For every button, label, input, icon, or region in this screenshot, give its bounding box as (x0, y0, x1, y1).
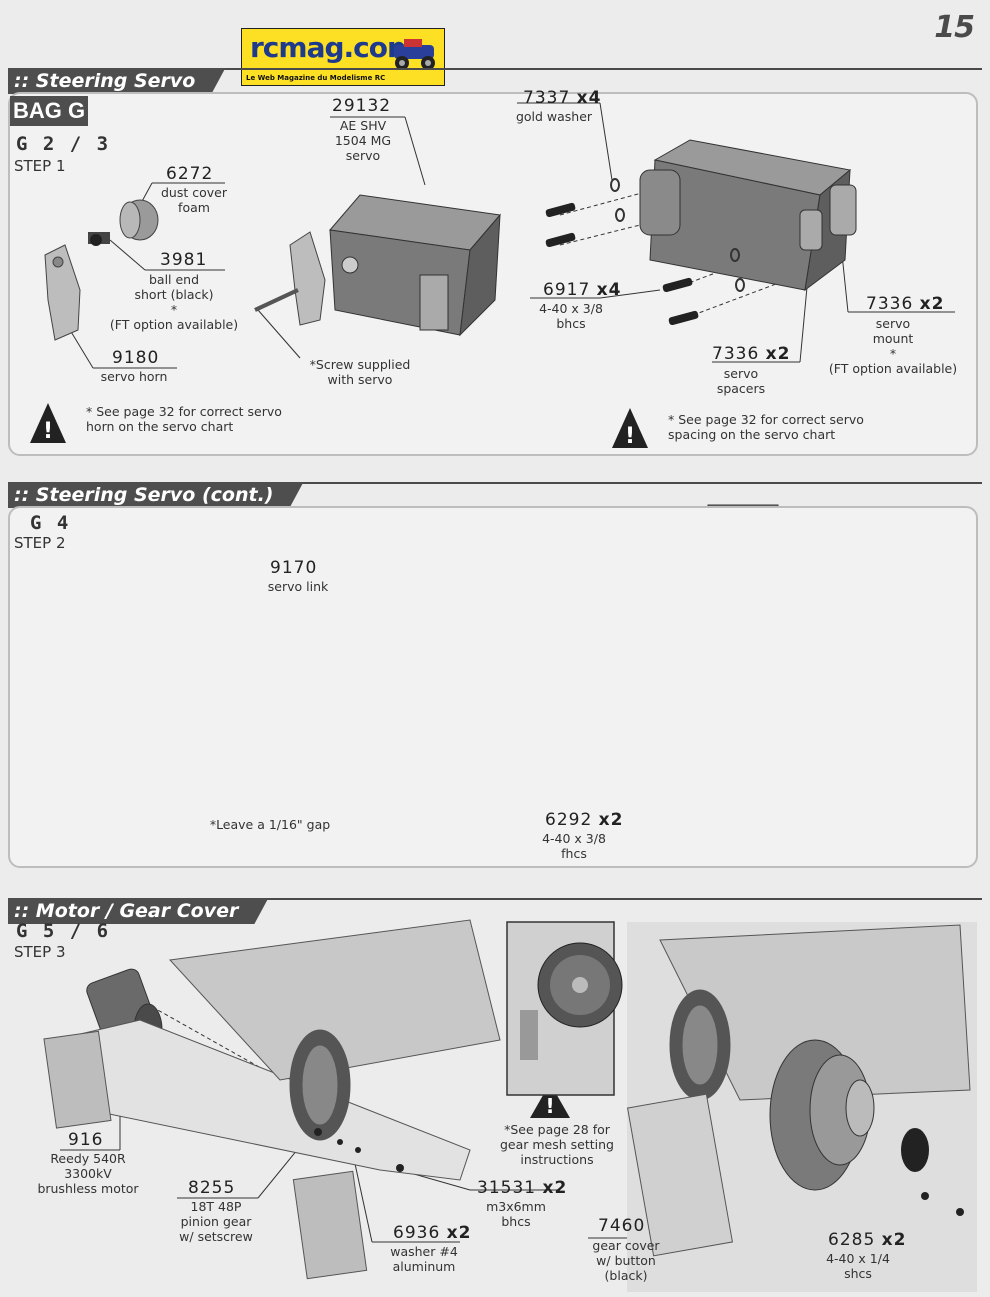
part-label-29132: AE SHV 1504 MG servo (334, 118, 392, 163)
step-code: G 2 / 3 (16, 133, 111, 155)
servo-mount-assembly-icon (639, 139, 857, 292)
part-label-6285: 4-40 x 1/4 shcs (826, 1251, 890, 1281)
part-label-8255: 18T 48P pinion gear w/ setscrew (179, 1199, 253, 1244)
step-label: STEP 3 (14, 943, 66, 961)
section-header-steering-servo: :: Steering Servo (8, 68, 982, 96)
part-number-916: 916 (68, 1130, 104, 1150)
section-title: :: Motor / Gear Cover (8, 898, 268, 924)
part-number-6936: 6936 x2 (393, 1223, 471, 1243)
part-qty: x2 (881, 1230, 907, 1250)
part-label-6292: 4-40 x 3/8 fhcs (542, 831, 606, 861)
section-header-steering-servo-cont: :: Steering Servo (cont.) (8, 482, 982, 510)
part-label-7336-spacers: servo spacers (716, 366, 766, 396)
part-number-7336-spacers: 7336 x2 (712, 344, 790, 364)
part-label-31531: m3x6mm bhcs (486, 1199, 546, 1229)
page-number: 15 (934, 10, 975, 45)
bag-label: BAG G (10, 96, 88, 126)
part-label-7337: gold washer (515, 109, 593, 124)
part-number-9180: 9180 (112, 348, 160, 368)
step-label: STEP 1 (14, 157, 66, 175)
part-label-6272: dust cover foam (161, 185, 227, 215)
rcmag-logo: rcmag.com Le Web Magazine du Modelisme R… (241, 28, 445, 86)
part-number-7460: 7460 (598, 1216, 646, 1236)
washers-7337-icon (610, 178, 745, 292)
part-num: 7337 (523, 88, 571, 108)
dust-cover-icon (119, 199, 159, 241)
screw-note: *Screw supplied with servo (309, 357, 411, 387)
logo-brand: rcmag.com (250, 31, 416, 64)
servo-horn-mounted-icon (289, 231, 326, 326)
part-number-8255: 8255 (188, 1178, 236, 1198)
part-number-3981: 3981 (160, 250, 208, 270)
part-label-9170: servo link (267, 579, 329, 594)
chassis-left-view-icon (43, 919, 501, 1280)
part-num: 6917 (543, 280, 591, 300)
panel-steering-servo-cont (8, 506, 978, 868)
gear-inset-photo-icon (506, 921, 623, 1096)
warning-icon-4: ! (530, 1083, 570, 1118)
part-num: 6936 (393, 1223, 441, 1243)
part-label-6917: 4-40 x 3/8 bhcs (539, 301, 603, 331)
warning-icon-2: ! (612, 408, 648, 449)
part-number-6292: 6292 x2 (545, 810, 623, 830)
screw-icon (254, 288, 299, 312)
section-header-motor-gear-cover: :: Motor / Gear Cover (8, 898, 982, 926)
part-num: 6285 (828, 1230, 876, 1250)
part-number-29132: 29132 (332, 96, 392, 116)
part-qty: x4 (596, 280, 622, 300)
section-title: :: Steering Servo (cont.) (8, 482, 303, 508)
part-qty: x2 (765, 344, 791, 364)
svg-text:!: ! (625, 424, 635, 449)
part-number-7337: 7337 x4 (523, 88, 601, 108)
step-code: G 4 (30, 512, 71, 534)
part-number-31531: 31531 x2 (477, 1178, 567, 1198)
gap-note: *Leave a 1/16" gap (209, 817, 331, 832)
part-label-9180: servo horn (100, 369, 168, 384)
part-num: 6292 (545, 810, 593, 830)
servo-body-icon (329, 194, 501, 337)
part-qty: x2 (446, 1223, 472, 1243)
part-qty: x2 (598, 810, 624, 830)
part-number-6917: 6917 x4 (543, 280, 621, 300)
section-title: :: Steering Servo (8, 68, 225, 94)
ball-end-icon (88, 232, 110, 246)
part-num: 7336 (712, 344, 760, 364)
svg-text:!: ! (43, 419, 53, 444)
logo-tagline: Le Web Magazine du Modelisme RC (246, 74, 386, 82)
part-label-916: Reedy 540R 3300kV brushless motor (37, 1151, 139, 1196)
gear-cover-icon (769, 1039, 929, 1191)
part-qty: x2 (919, 294, 945, 314)
part-qty: x2 (542, 1178, 568, 1198)
warning-icon-1: ! (30, 403, 66, 444)
part-number-6285: 6285 x2 (828, 1230, 906, 1250)
step-code: G 5 / 6 (16, 920, 111, 942)
warning-note-servo-spacing: * See page 32 for correct servo spacing … (668, 412, 864, 442)
logo-car-icon (394, 39, 435, 70)
part-number-7336-mount: 7336 x2 (866, 294, 944, 314)
gear-mesh-note: *See page 28 for gear mesh setting instr… (499, 1122, 614, 1167)
part-label-7336-mount: servo mount * (FT option available) (828, 316, 958, 376)
step-label: STEP 2 (14, 534, 66, 552)
part-num: 7336 (866, 294, 914, 314)
part-qty: x4 (576, 88, 602, 108)
part-num: 31531 (477, 1178, 537, 1198)
screws-6917-icon (545, 202, 699, 326)
part-label-6936: washer #4 aluminum (390, 1244, 458, 1274)
part-number-9170: 9170 (270, 558, 318, 578)
part-number-6272: 6272 (166, 164, 214, 184)
part-label-7460: gear cover w/ button (black) (592, 1238, 660, 1283)
small-hardware-icon (314, 1128, 964, 1216)
warning-note-servo-horn: * See page 32 for correct servo horn on … (86, 404, 282, 434)
part-label-3981: ball end short (black) * (FT option avai… (109, 272, 239, 332)
svg-text:!: ! (545, 1094, 554, 1118)
servo-horn-icon (44, 244, 81, 341)
